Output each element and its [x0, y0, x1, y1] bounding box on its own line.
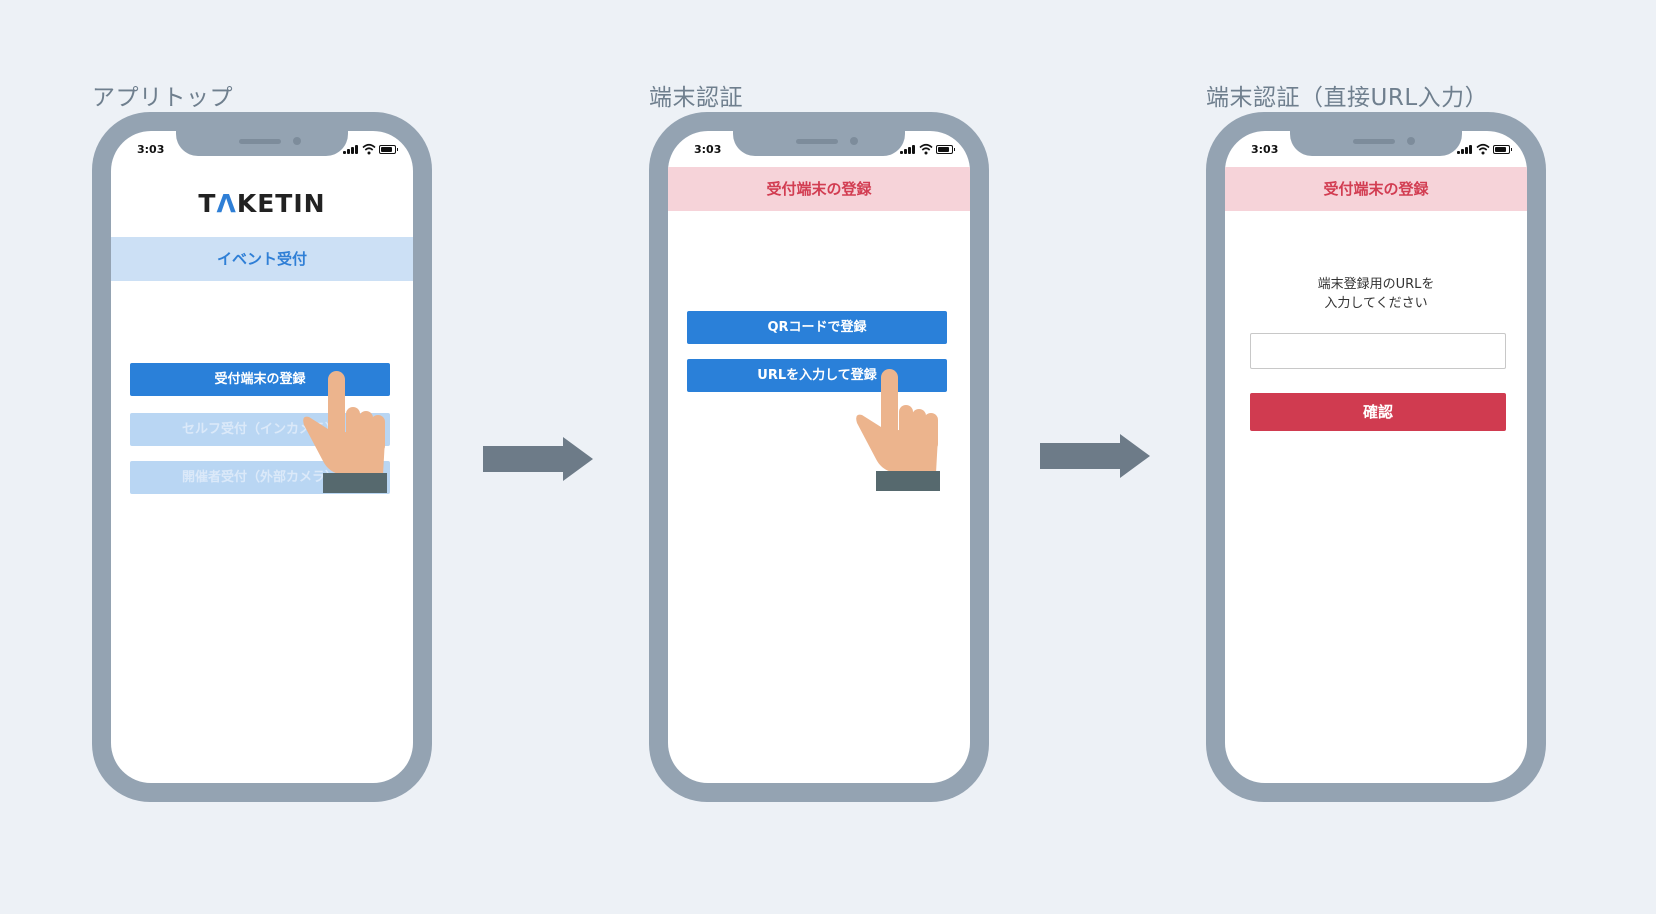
confirm-button[interactable]: 確認	[1250, 393, 1506, 431]
header-event-reception: イベント受付	[111, 237, 413, 281]
speaker-grill	[1353, 139, 1395, 144]
phone-notch	[176, 131, 348, 156]
register-by-url-button[interactable]: URLを入力して登録	[687, 359, 947, 392]
phone-app-top: 3:03 TΛKETIN イベント受付 受付端末の登録 セルフ受付（インカメラ）…	[92, 112, 432, 802]
step-title-device-auth: 端末認証	[649, 85, 743, 111]
phone-screen: 3:03 TΛKETIN イベント受付 受付端末の登録 セルフ受付（インカメラ）…	[111, 131, 413, 783]
url-prompt-line-2: 入力してください	[1324, 296, 1428, 311]
status-time: 3:03	[1251, 143, 1279, 156]
register-reception-terminal-button[interactable]: 受付端末の登録	[130, 363, 390, 396]
register-by-qr-button[interactable]: QRコードで登録	[687, 311, 947, 344]
url-prompt-line-1: 端末登録用のURLを	[1317, 277, 1435, 292]
step-title-direct-url: 端末認証（直接URL入力）	[1206, 85, 1489, 111]
status-icons	[1457, 143, 1512, 155]
wifi-icon	[919, 143, 933, 155]
right-arrow-icon	[1040, 434, 1150, 478]
speaker-grill	[239, 139, 281, 144]
pointing-hand-icon	[856, 369, 940, 491]
header-register-terminal: 受付端末の登録	[1225, 167, 1527, 211]
taketin-logo: TΛKETIN	[198, 189, 326, 218]
battery-icon	[936, 145, 955, 154]
battery-icon	[379, 145, 398, 154]
signal-icon	[343, 143, 359, 155]
url-input[interactable]	[1250, 333, 1506, 369]
phone-direct-url: 3:03 受付端末の登録 端末登録用のURLを 入力してください 確認	[1206, 112, 1546, 802]
signal-icon	[1457, 143, 1473, 155]
phone-device-auth: 3:03 受付端末の登録 QRコードで登録 URLを入力して登録	[649, 112, 989, 802]
front-camera	[850, 137, 858, 145]
front-camera	[293, 137, 301, 145]
status-time: 3:03	[694, 143, 722, 156]
right-arrow-icon	[483, 437, 593, 481]
pointing-hand-icon	[303, 371, 387, 493]
signal-icon	[900, 143, 916, 155]
status-icons	[343, 143, 398, 155]
url-prompt-text: 端末登録用のURLを 入力してください	[1225, 275, 1527, 313]
phone-screen: 3:03 受付端末の登録 QRコードで登録 URLを入力して登録	[668, 131, 970, 783]
wifi-icon	[362, 143, 376, 155]
phone-notch	[1290, 131, 1462, 156]
front-camera	[1407, 137, 1415, 145]
wifi-icon	[1476, 143, 1490, 155]
header-register-terminal: 受付端末の登録	[668, 167, 970, 211]
status-time: 3:03	[137, 143, 165, 156]
status-icons	[900, 143, 955, 155]
phone-screen: 3:03 受付端末の登録 端末登録用のURLを 入力してください 確認	[1225, 131, 1527, 783]
phone-notch	[733, 131, 905, 156]
speaker-grill	[796, 139, 838, 144]
battery-icon	[1493, 145, 1512, 154]
step-title-app-top: アプリトップ	[92, 85, 233, 111]
